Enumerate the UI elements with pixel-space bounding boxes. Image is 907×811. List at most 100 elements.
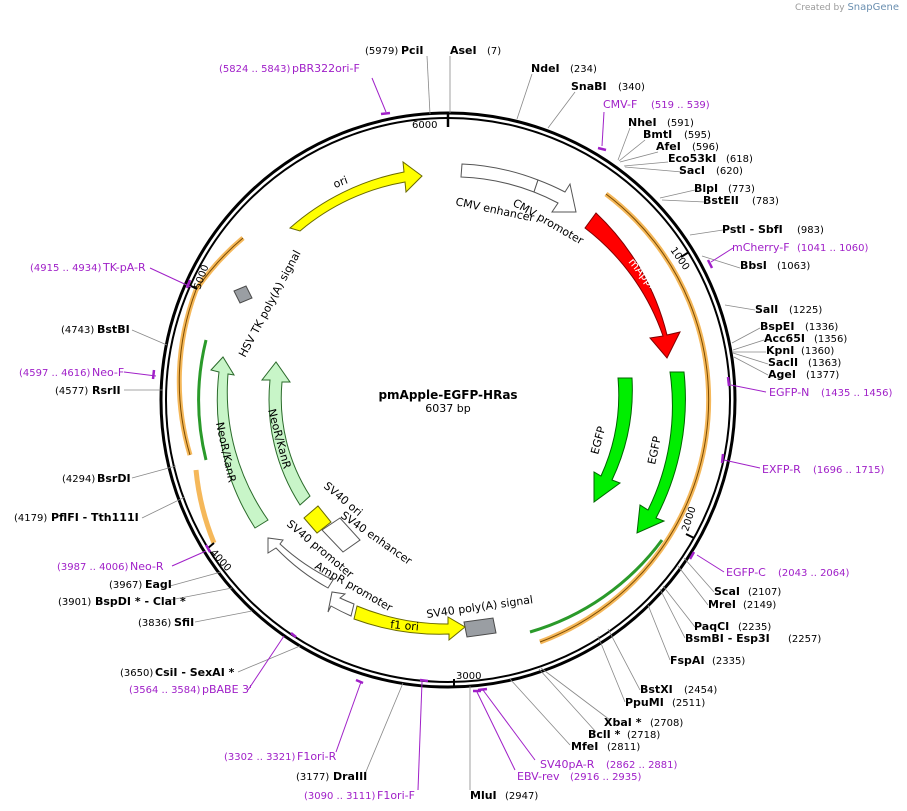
enzyme-bstxi-name[interactable]: BstXI bbox=[640, 683, 673, 696]
enzyme-agei-name[interactable]: AgeI bbox=[768, 368, 796, 381]
primer-pbabe3-name[interactable]: pBABE 3' bbox=[202, 683, 252, 696]
mapple-feature[interactable] bbox=[584, 212, 681, 359]
primer-f1ori-f-range: (3090 .. 3111) bbox=[304, 791, 376, 802]
primer-neo-f-name[interactable]: Neo-F bbox=[92, 366, 124, 379]
enzyme-kpni-name[interactable]: KpnI bbox=[766, 344, 794, 357]
enzyme-fspai-name[interactable]: FspAI bbox=[670, 654, 705, 667]
enzyme-blpi-name[interactable]: BlpI bbox=[694, 182, 718, 195]
primer-sv40pa-r-name[interactable]: SV40pA-R bbox=[540, 758, 595, 771]
primer-labels: (5824 .. 5843) pBR322ori-F CMV-F (519 ..… bbox=[19, 62, 893, 802]
enzyme-bspdi-name[interactable]: BspDI * - ClaI * bbox=[95, 595, 186, 608]
enzyme-paqci-name[interactable]: PaqCI bbox=[694, 620, 729, 633]
primer-pbr322ori-f-name[interactable]: pBR322ori-F bbox=[292, 62, 360, 75]
enzyme-saci-name[interactable]: SacI bbox=[679, 164, 705, 177]
enzyme-xbai-name[interactable]: XbaI * bbox=[604, 716, 642, 729]
enzyme-kpni-pos: (1360) bbox=[801, 346, 834, 357]
enzyme-eco53ki-name[interactable]: Eco53kI bbox=[668, 152, 716, 165]
primer-neo-r-range: (3987 .. 4006) bbox=[57, 562, 129, 573]
enzyme-eagi-name[interactable]: EagI bbox=[145, 578, 172, 591]
tick-5000: 5000 bbox=[192, 263, 211, 291]
primer-neo-r-name[interactable]: Neo-R bbox=[130, 560, 164, 573]
enzyme-sali-name[interactable]: SalI bbox=[755, 303, 778, 316]
f1-ori-feature[interactable] bbox=[353, 605, 466, 642]
primer-tk-pa-r-name[interactable]: TK-pA-R bbox=[102, 261, 146, 274]
enzyme-snabi-name[interactable]: SnaBI bbox=[571, 80, 607, 93]
enzyme-bcli-name[interactable]: BclI * bbox=[588, 728, 621, 741]
f1-ori-label: f1 ori bbox=[390, 618, 420, 633]
enzyme-paqci-pos: (2235) bbox=[738, 622, 771, 633]
enzyme-ndei-pos: (234) bbox=[570, 64, 597, 75]
plasmid-length: 6037 bp bbox=[425, 402, 470, 415]
primer-sv40pa-r-range: (2862 .. 2881) bbox=[606, 760, 678, 771]
enzyme-bsrdi-name[interactable]: BsrDI bbox=[97, 472, 131, 485]
primer-exfp-r-range: (1696 .. 1715) bbox=[813, 465, 885, 476]
egfp-green-arc bbox=[529, 539, 664, 634]
tick-3000: 3000 bbox=[456, 671, 481, 682]
enzyme-bsmbi-name[interactable]: BsmBI - Esp3I bbox=[685, 632, 770, 645]
primer-f1ori-r-name[interactable]: F1ori-R bbox=[297, 750, 337, 763]
primer-f1ori-r-range: (3302 .. 3321) bbox=[224, 752, 296, 763]
enzyme-xbai-pos: (2708) bbox=[650, 718, 683, 729]
ampr-promoter-feature[interactable] bbox=[327, 591, 355, 617]
enzyme-mlui-name[interactable]: MluI bbox=[470, 789, 497, 802]
enzyme-acc65i-name[interactable]: Acc65I bbox=[764, 332, 805, 345]
enzyme-bmti-pos: (595) bbox=[684, 130, 711, 141]
enzyme-ndei-name[interactable]: NdeI bbox=[531, 62, 560, 75]
primer-mcherry-f-name[interactable]: mCherry-F bbox=[732, 241, 790, 254]
neor-green-arc bbox=[197, 339, 208, 461]
primer-egfp-n-name[interactable]: EGFP-N bbox=[769, 386, 809, 399]
enzyme-mfei-pos: (2811) bbox=[607, 742, 640, 753]
enzyme-asei-pos: (7) bbox=[487, 46, 501, 57]
enzyme-bspei-name[interactable]: BspEI bbox=[760, 320, 794, 333]
neor-outer-feature[interactable] bbox=[210, 356, 269, 529]
hsv-tk-polya-feature[interactable] bbox=[233, 285, 253, 304]
watermark-prefix: Created by bbox=[795, 3, 845, 13]
primer-leader-lines bbox=[123, 77, 767, 791]
enzyme-rsrii-name[interactable]: RsrII bbox=[92, 384, 121, 397]
cmv-promoter-feature[interactable] bbox=[533, 179, 577, 213]
enzyme-ppumi-name[interactable]: PpuMI bbox=[625, 696, 664, 709]
tickmark-1000 bbox=[680, 251, 690, 258]
primer-mcherry-f-range: (1041 .. 1060) bbox=[797, 243, 869, 254]
egfp-inner-feature[interactable] bbox=[593, 377, 633, 503]
enzyme-pflfi-pos: (4179) bbox=[14, 513, 47, 524]
enzyme-asei-name[interactable]: AseI bbox=[450, 44, 477, 57]
sv40-ori-feature[interactable] bbox=[303, 505, 332, 534]
primer-exfp-r-name[interactable]: EXFP-R bbox=[762, 463, 801, 476]
primer-egfp-c-name[interactable]: EGFP-C bbox=[726, 566, 766, 579]
egfp-outer-feature[interactable] bbox=[636, 371, 686, 534]
enzyme-csii-name[interactable]: CsiI - SexAI * bbox=[155, 666, 235, 679]
enzyme-bsteii-name[interactable]: BstEII bbox=[703, 194, 739, 207]
primer-cmv-f-name[interactable]: CMV-F bbox=[603, 98, 637, 111]
enzyme-sfii-name[interactable]: SfiI bbox=[174, 616, 194, 629]
enzyme-bsrdi-pos: (4294) bbox=[62, 474, 95, 485]
sv40-promoter-feature[interactable] bbox=[267, 537, 334, 589]
enzyme-bmti-name[interactable]: BmtI bbox=[643, 128, 672, 141]
enzyme-bsmbi-pos: (2257) bbox=[788, 634, 821, 645]
enzyme-draiii-name[interactable]: DraIII bbox=[333, 770, 367, 783]
enzyme-bbsi-pos: (1063) bbox=[777, 261, 810, 272]
enzyme-pcii-name[interactable]: PciI bbox=[401, 44, 423, 57]
enzyme-pflfi-name[interactable]: PflFI - Tth111I bbox=[51, 511, 139, 524]
enzyme-sacii-name[interactable]: SacII bbox=[768, 356, 798, 369]
enzyme-bstbi-name[interactable]: BstBI bbox=[97, 323, 130, 336]
enzyme-agei-pos: (1377) bbox=[806, 370, 839, 381]
cmv-enhancer-feature[interactable] bbox=[460, 163, 539, 193]
sv40-polya-feature[interactable] bbox=[463, 617, 497, 638]
enzyme-psti-name[interactable]: PstI - SbfI bbox=[722, 223, 783, 236]
enzyme-bbsi-name[interactable]: BbsI bbox=[740, 259, 767, 272]
tk-orange-band-line bbox=[195, 237, 244, 291]
enzyme-nhei-name[interactable]: NheI bbox=[628, 116, 657, 129]
primer-f1ori-f-name[interactable]: F1ori-F bbox=[377, 789, 415, 802]
enzyme-mrei-name[interactable]: MreI bbox=[708, 598, 736, 611]
neor-inner-feature[interactable] bbox=[260, 361, 311, 506]
primer-pbabe3-range: (3564 .. 3584) bbox=[129, 685, 201, 696]
primer-egfp-c-range: (2043 .. 2064) bbox=[778, 568, 850, 579]
ori-feature[interactable] bbox=[288, 160, 423, 232]
primer-ebv-rev-name[interactable]: EBV-rev bbox=[517, 770, 560, 783]
enzyme-scai-name[interactable]: ScaI bbox=[714, 585, 740, 598]
enzyme-afei-name[interactable]: AfeI bbox=[656, 140, 681, 153]
enzyme-bspei-pos: (1336) bbox=[805, 322, 838, 333]
sv40-enhancer-feature[interactable] bbox=[321, 517, 361, 553]
enzyme-mfei-name[interactable]: MfeI bbox=[571, 740, 598, 753]
